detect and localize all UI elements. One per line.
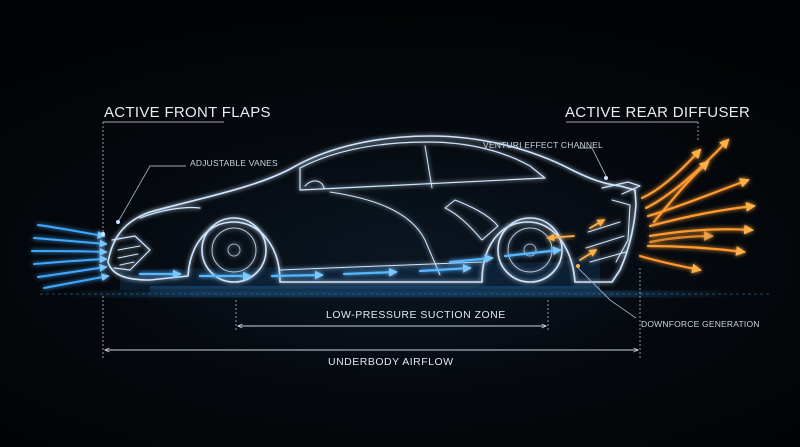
car-outline	[107, 135, 641, 283]
label-low-pressure-suction-zone: LOW-PRESSURE SUCTION ZONE	[326, 309, 506, 321]
front-airflow-arrows	[31, 224, 110, 289]
rear-airflow-arrows	[638, 138, 756, 274]
callout-lines	[101, 121, 699, 358]
dimension-lines	[105, 326, 638, 350]
label-active-front-flaps: ACTIVE FRONT FLAPS	[104, 104, 271, 121]
label-downforce-generation: DOWNFORCE GENERATION	[641, 319, 760, 329]
label-underbody-airflow: UNDERBODY AIRFLOW	[328, 356, 454, 368]
venturi-flow-arrows	[546, 219, 606, 261]
label-active-rear-diffuser: ACTIVE REAR DIFFUSER	[565, 104, 751, 121]
front-wheel	[201, 217, 267, 283]
underbody-flow-arrows	[138, 246, 562, 281]
label-venturi-effect-channel: VENTURI EFFECT CHANNEL	[483, 140, 603, 150]
suction-zone-band	[120, 250, 600, 300]
label-adjustable-vanes: ADJUSTABLE VANES	[190, 158, 278, 168]
